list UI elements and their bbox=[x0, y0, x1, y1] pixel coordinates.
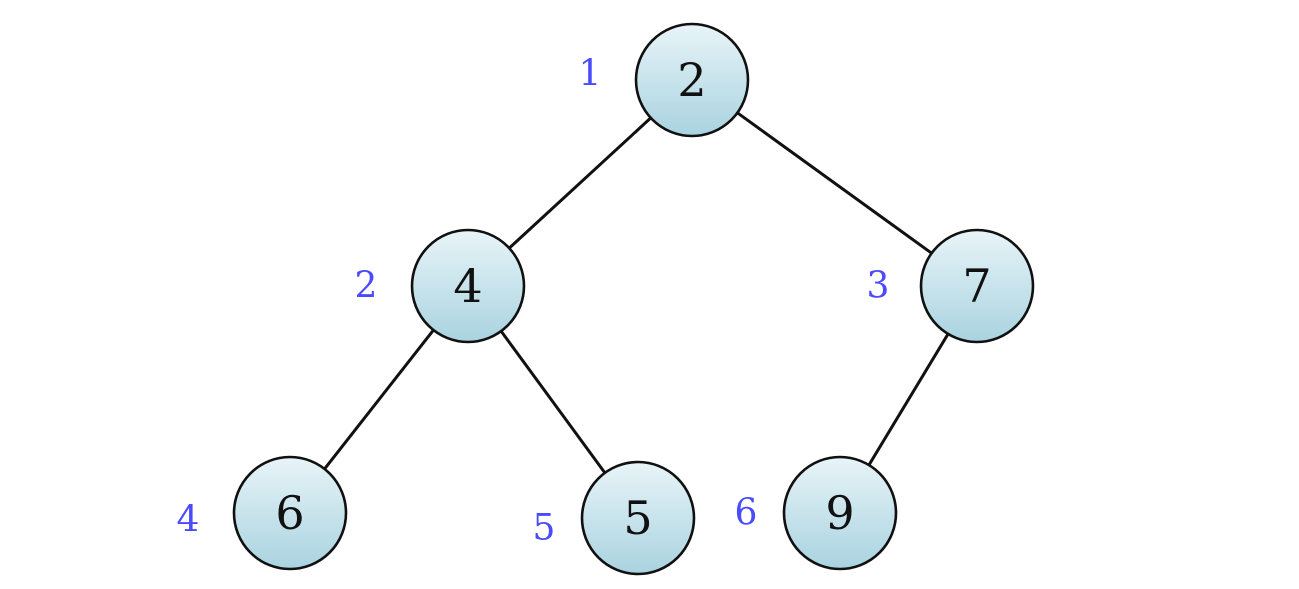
node-circle bbox=[232, 455, 348, 571]
tree-node-6: 96 bbox=[735, 455, 898, 571]
node-circle bbox=[410, 228, 526, 344]
node-index-label: 6 bbox=[735, 493, 758, 534]
node-value: 2 bbox=[677, 53, 706, 107]
node-circle bbox=[782, 455, 898, 571]
tree-node-3: 73 bbox=[867, 228, 1035, 344]
node-circle bbox=[919, 228, 1035, 344]
node-value: 4 bbox=[453, 259, 482, 313]
node-circle bbox=[634, 22, 750, 138]
tree-node-1: 21 bbox=[579, 22, 750, 138]
node-index-label: 1 bbox=[579, 54, 602, 95]
node-circle bbox=[580, 460, 696, 576]
tree-node-4: 64 bbox=[177, 455, 348, 571]
node-index-label: 4 bbox=[177, 500, 200, 541]
node-index-label: 2 bbox=[355, 266, 378, 307]
tree-edge-2-4 bbox=[323, 328, 435, 471]
node-value: 6 bbox=[275, 486, 304, 540]
tree-edge-3-6 bbox=[867, 332, 950, 467]
node-value: 7 bbox=[962, 259, 991, 313]
node-index-label: 5 bbox=[533, 508, 556, 549]
node-value: 9 bbox=[825, 486, 854, 540]
node-index-label: 3 bbox=[867, 266, 890, 307]
tree-node-5: 55 bbox=[533, 460, 696, 576]
node-value: 5 bbox=[623, 491, 652, 545]
tree-edge-1-3 bbox=[735, 111, 934, 255]
tree-edges bbox=[323, 111, 950, 475]
tree-edge-1-2 bbox=[507, 116, 653, 250]
tree-node-2: 42 bbox=[355, 228, 526, 344]
tree-edge-2-5 bbox=[499, 329, 607, 475]
